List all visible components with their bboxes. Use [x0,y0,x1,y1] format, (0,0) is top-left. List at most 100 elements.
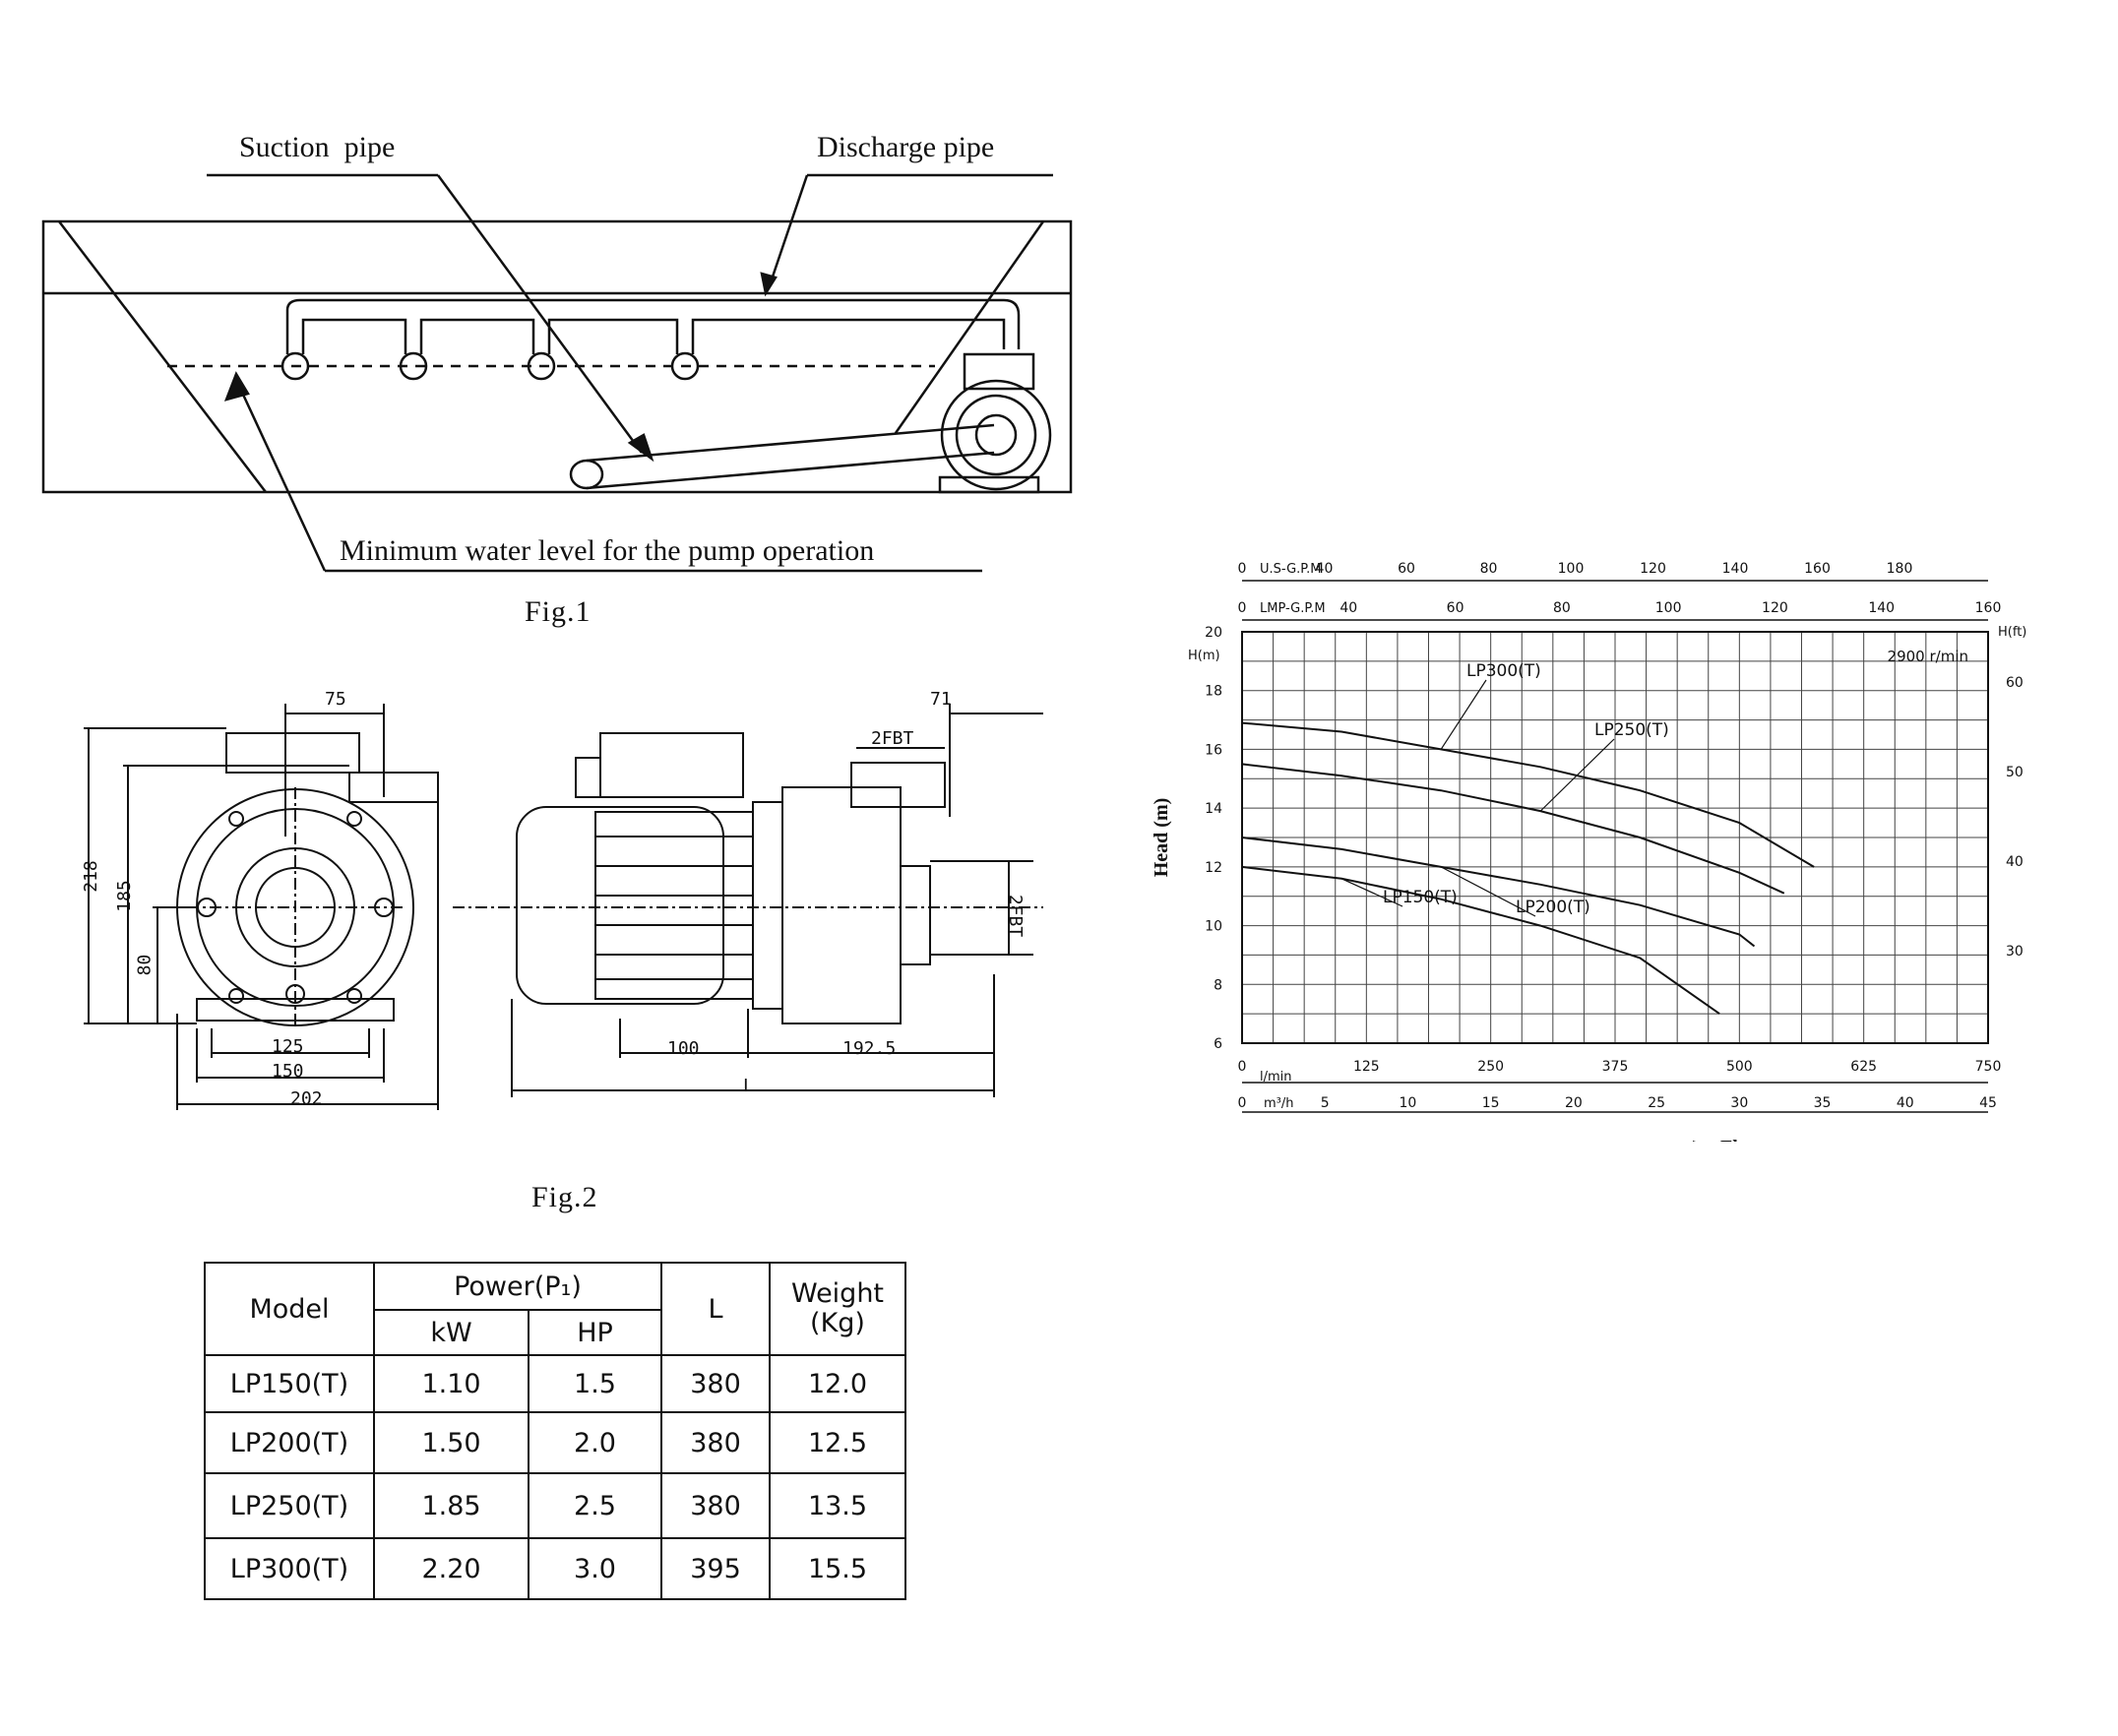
dim-125: 125 [272,1036,304,1057]
x-tick-label: 500 [1726,1059,1753,1075]
cell-l: 380 [660,1472,771,1539]
m3h-tick-label: 0 [1238,1095,1247,1111]
front-motor-top [225,732,360,774]
impgpm-tick-label: 160 [1975,600,2002,616]
usgpm-tick-label: 180 [1887,561,1913,577]
tub-outline [41,219,1073,494]
y-tick-label: 6 [1214,1036,1222,1052]
right-tick-label: 60 [2006,675,2024,691]
series-label: LP250(T) [1594,720,1669,740]
x-tick-label: 0 [1238,1059,1247,1075]
dim-150: 150 [272,1061,304,1082]
table-row: LP250(T) 1.85 2.5 380 13.5 [204,1472,906,1539]
cell-hp: 2.0 [528,1411,662,1474]
series-leader-line [1440,679,1487,750]
series-line [1241,763,1785,895]
usgpm-tick-label: 0 [1238,561,1247,577]
side-motor-top [599,732,744,798]
y-tick-label: 14 [1205,801,1222,817]
cell-weight: 13.5 [769,1472,906,1539]
fig1-installation-diagram [41,173,1073,573]
dim-185: 185 [113,880,135,912]
dim-2fbt-side: 2FBT [1005,894,1027,938]
suction-pipe-label: Suction pipe [239,131,396,163]
x-tick-label: 750 [1975,1059,2002,1075]
series-label: LP300(T) [1466,661,1541,681]
m3h-tick-label: 30 [1730,1095,1748,1111]
dim-192-5: 192.5 [842,1038,897,1059]
m3h-tick-label: 15 [1482,1095,1500,1111]
impgpm-tick-label: 0 [1238,600,1247,616]
x-tick-label: 625 [1850,1059,1877,1075]
usgpm-unit-label: U.S-G.P.M [1260,562,1321,577]
m3h-tick-label: 45 [1979,1095,1997,1111]
cell-l: 380 [660,1411,771,1474]
fig2-dimension-drawing [84,704,1043,1110]
series-line [1241,865,1720,1015]
impgpm-tick-label: 100 [1655,600,1682,616]
table-row: LP200(T) 1.50 2.0 380 12.5 [204,1411,906,1474]
y-tick-label: 10 [1205,919,1222,935]
dim-75: 75 [325,689,346,710]
cell-weight: 12.0 [769,1354,906,1413]
right-tick-label: 50 [2006,765,2024,780]
y-tick-label: 12 [1205,860,1222,876]
y-tick-label: 16 [1205,742,1222,758]
cell-weight: 15.5 [769,1537,906,1600]
series-label: LP200(T) [1516,898,1590,917]
usgpm-tick-label: 60 [1398,561,1415,577]
right-tick-label: 40 [2006,854,2024,870]
table-row: LP300(T) 2.20 3.0 395 15.5 [204,1537,906,1600]
x-tick-label: 250 [1477,1059,1504,1075]
cell-kw: 1.10 [373,1354,530,1413]
speed-annotation: 2900 r/min [1888,648,1968,665]
impgpm-tick-label: 60 [1447,600,1464,616]
impgpm-tick-label: 40 [1339,600,1357,616]
header-weight: Weight (Kg) [769,1262,906,1356]
table-row: LP150(T) 1.10 1.5 380 12.0 [204,1354,906,1413]
dim-100: 100 [667,1038,700,1059]
impgpm-unit-label: LMP-G.P.M [1260,601,1326,616]
impgpm-tick-label: 120 [1762,600,1788,616]
dim-71: 71 [930,689,952,710]
header-l: L [660,1262,771,1356]
spec-table: Model Power(P₁) L Weight (Kg) kW HP LP15… [204,1262,906,1600]
series-line [1241,837,1756,948]
cell-model: LP300(T) [204,1537,375,1600]
dim-202: 202 [290,1088,323,1109]
cell-kw: 1.85 [373,1472,530,1539]
usgpm-tick-label: 140 [1722,561,1749,577]
header-kw: kW [373,1309,530,1356]
fig2-caption: Fig.2 [531,1181,598,1213]
x-unit-label: l/min [1260,1070,1292,1085]
usgpm-tick-label: 160 [1804,561,1831,577]
cell-l: 380 [660,1354,771,1413]
series-line [1241,721,1815,868]
cell-hp: 1.5 [528,1354,662,1413]
y-tick-label: 8 [1214,977,1222,993]
y-tick-label: 20 [1205,625,1222,641]
header-power: Power(P₁) [373,1262,662,1311]
m3h-tick-label: 20 [1565,1095,1583,1111]
m3h-tick-label: 40 [1897,1095,1914,1111]
m3h-unit-label: m³/h [1264,1096,1294,1111]
cell-hp: 2.5 [528,1472,662,1539]
discharge-pipe-label: Discharge pipe [817,131,995,163]
cell-kw: 2.20 [373,1537,530,1600]
series-leader-line [1539,738,1615,812]
right-unit-label: H(ft) [1998,625,2026,640]
header-weight-line2: (Kg) [810,1308,865,1338]
header-weight-line1: Weight [790,1278,885,1309]
y-unit-label: H(m) [1188,649,1220,663]
usgpm-tick-label: 100 [1558,561,1585,577]
usgpm-tick-label: 80 [1480,561,1498,577]
impgpm-tick-label: 140 [1868,600,1895,616]
x-tick-label: 375 [1602,1059,1629,1075]
fig1-caption: Fig.1 [525,595,592,628]
series-leader-line [1340,878,1403,907]
cell-model: LP250(T) [204,1472,375,1539]
m3h-tick-label: 35 [1814,1095,1832,1111]
x-axis-title: Flow [1720,1137,1763,1142]
dim-L: L [743,1076,754,1096]
